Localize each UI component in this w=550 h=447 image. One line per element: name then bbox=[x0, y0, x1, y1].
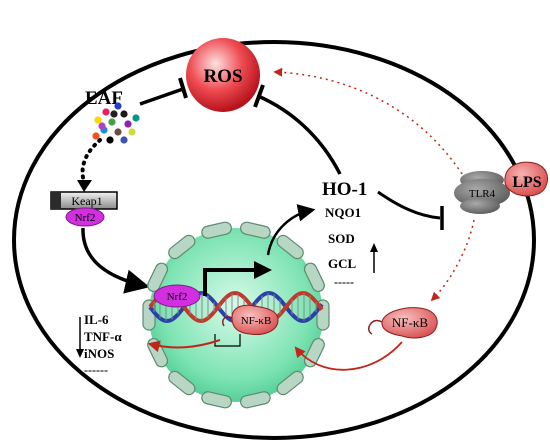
il6-label: IL-6 bbox=[84, 312, 109, 327]
eaf-dot bbox=[108, 118, 116, 126]
nuclear-pore bbox=[168, 234, 196, 260]
nfkb-cytoplasm-label: NF-κB bbox=[392, 315, 428, 330]
ho1-ros-inhibition-bar bbox=[253, 84, 265, 108]
eaf-ros-inhibition-line bbox=[139, 87, 184, 106]
sod-label: SOD bbox=[328, 231, 355, 246]
eaf-dot bbox=[106, 136, 114, 144]
antioxidant-more-label: ----- bbox=[334, 275, 354, 289]
eaf-dot bbox=[114, 102, 122, 110]
keap1-label: Keap1 bbox=[71, 194, 102, 208]
nuclear-pore bbox=[168, 370, 196, 396]
nrf2-nucleus-label: Nrf2 bbox=[167, 291, 188, 303]
ho1-label: HO-1 bbox=[322, 179, 367, 200]
tnfa-label: TNF-α bbox=[84, 329, 122, 344]
nfkb-nucleus-tail bbox=[221, 315, 233, 327]
nfkb-translocation-arrow bbox=[294, 341, 403, 371]
nrf2-nucleus bbox=[153, 284, 201, 308]
nfkb-nucleus-label: NF-κB bbox=[241, 315, 272, 327]
eaf-dot bbox=[114, 128, 122, 136]
nuclear-pore bbox=[201, 391, 232, 409]
eaf-ros-inhibition-bar bbox=[178, 77, 188, 99]
eaf-to-keap1-arrowhead bbox=[77, 180, 92, 192]
transcription-start-arrowhead bbox=[254, 261, 272, 279]
eaf-dot bbox=[120, 136, 128, 144]
nrf2-cytoplasm bbox=[65, 207, 105, 227]
eaf-compound-dots bbox=[92, 102, 140, 144]
eaf-to-keap1-dotted-arrow bbox=[80, 138, 102, 184]
eaf-label: EAF bbox=[85, 88, 123, 109]
nfkb-promoter-bracket bbox=[214, 334, 241, 347]
eaf-dot bbox=[92, 132, 100, 140]
cytokines-down-arrowhead bbox=[76, 349, 84, 358]
nrf2-translocation-arrow bbox=[81, 227, 150, 294]
transcription-start-arrow bbox=[203, 268, 255, 296]
nuclear-pore bbox=[147, 262, 169, 293]
nrf2-cytoplasm-label: Nrf2 bbox=[75, 212, 96, 224]
ho1-ros-inhibition-line bbox=[257, 94, 342, 175]
eaf-dot bbox=[102, 108, 110, 116]
cytokines-more-label: ------ bbox=[84, 363, 108, 377]
antioxidant-up-arrowhead bbox=[370, 243, 378, 252]
gcl-label: GCL bbox=[328, 256, 357, 271]
nfkb-nucleus bbox=[231, 304, 279, 335]
eaf-dot bbox=[94, 116, 102, 124]
eaf-dot bbox=[120, 110, 128, 118]
gene-expression-arrow bbox=[266, 204, 316, 256]
ros-sphere bbox=[186, 38, 260, 112]
lps-label: LPS bbox=[512, 174, 541, 191]
lps-molecule bbox=[504, 161, 548, 197]
nuclear-pore bbox=[276, 370, 304, 396]
nuclear-pore bbox=[276, 234, 304, 260]
ho1-nfkb-inhibition-line bbox=[377, 190, 441, 220]
cytokine-expression-arrow bbox=[147, 339, 221, 353]
nuclear-pore bbox=[240, 221, 271, 239]
inos-label: iNOS bbox=[84, 346, 114, 361]
cell-membrane bbox=[12, 40, 536, 440]
eaf-dot bbox=[132, 114, 140, 122]
eaf-dot bbox=[110, 110, 118, 118]
tlr4-receptor-bottom bbox=[460, 198, 500, 214]
ros-label: ROS bbox=[203, 66, 242, 87]
nuclear-pore bbox=[303, 262, 325, 293]
eaf-dot bbox=[98, 122, 106, 130]
nfkb-cytoplasm-tail bbox=[368, 319, 383, 335]
nuclear-pore bbox=[201, 221, 232, 239]
nfkb-cytoplasm bbox=[381, 307, 438, 339]
tlr4-label: TLR4 bbox=[469, 188, 496, 200]
nqo1-label: NQO1 bbox=[325, 205, 361, 220]
eaf-dot bbox=[128, 128, 136, 136]
tlr4-to-ros-dotted-arrow bbox=[273, 67, 463, 175]
nuclear-pore bbox=[240, 391, 271, 409]
eaf-dot bbox=[124, 120, 132, 128]
tlr4-to-nfkb-dotted-arrow bbox=[430, 219, 475, 302]
keap1-box-shade bbox=[51, 192, 61, 209]
